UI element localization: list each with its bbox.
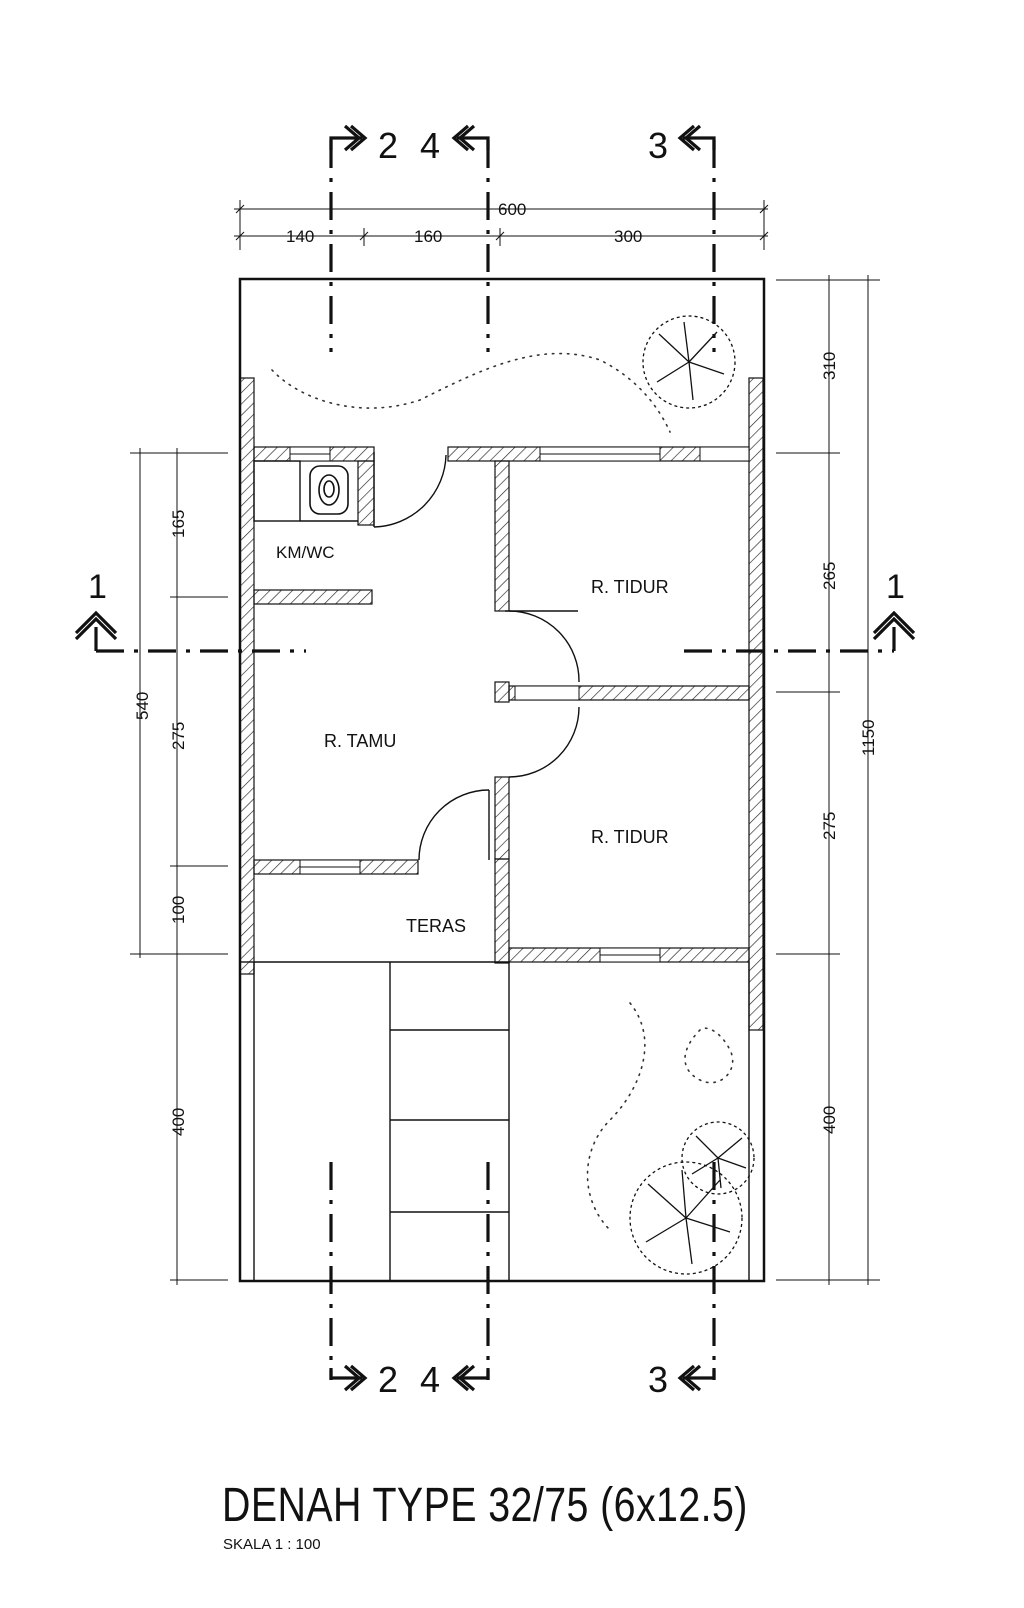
section-label-2-bottom: 2 <box>378 1359 398 1400</box>
dim-top-160: 160 <box>414 227 442 246</box>
tree-icon <box>642 315 736 409</box>
section-label-1-left: 1 <box>88 568 107 606</box>
drawing-title: DENAH TYPE 32/75 (6x12.5) <box>222 1479 748 1532</box>
site-lines <box>240 452 750 1281</box>
dim-left-275: 275 <box>169 722 188 750</box>
room-label-kmwc: KM/WC <box>276 543 335 562</box>
room-label-tamu: R. TAMU <box>324 731 396 751</box>
garden-paths <box>271 352 734 1231</box>
dim-left-400: 400 <box>169 1108 188 1136</box>
dimension-labels: 600 140 160 300 310 265 275 400 1150 540… <box>133 200 878 1136</box>
dim-right-400: 400 <box>820 1106 839 1134</box>
dimension-lines <box>130 200 880 1285</box>
dim-right-265: 265 <box>820 562 839 590</box>
dim-right-310: 310 <box>820 352 839 380</box>
dim-right-1150: 1150 <box>859 719 878 756</box>
section-label-4-top: 4 <box>420 125 440 166</box>
room-label-tidur-1: R. TIDUR <box>591 577 669 597</box>
dim-top-300: 300 <box>614 227 642 246</box>
drawing-scale: SKALA 1 : 100 <box>223 1536 321 1553</box>
section-label-3-top: 3 <box>648 125 668 166</box>
dim-top-140: 140 <box>286 227 314 246</box>
toilet-icon <box>309 465 349 515</box>
dim-left-540: 540 <box>133 692 152 720</box>
dim-top-total: 600 <box>498 200 526 219</box>
section-label-4-bottom: 4 <box>420 1359 440 1400</box>
dim-left-165: 165 <box>169 510 188 538</box>
section-lines <box>96 140 894 1380</box>
section-arrows <box>74 124 916 1392</box>
walls <box>239 377 764 1031</box>
tree-icon <box>629 1161 743 1275</box>
room-label-teras: TERAS <box>406 916 466 936</box>
windows <box>289 446 750 963</box>
section-label-1-right: 1 <box>886 568 905 606</box>
room-label-tidur-2: R. TIDUR <box>591 827 669 847</box>
section-label-2-top: 2 <box>378 125 398 166</box>
section-labels: 2 4 3 2 4 3 1 1 <box>88 125 905 1400</box>
dim-right-275: 275 <box>820 812 839 840</box>
room-labels: KM/WC R. TIDUR R. TAMU R. TIDUR TERAS <box>276 543 669 936</box>
dim-left-100: 100 <box>169 896 188 924</box>
section-label-3-bottom: 3 <box>648 1359 668 1400</box>
